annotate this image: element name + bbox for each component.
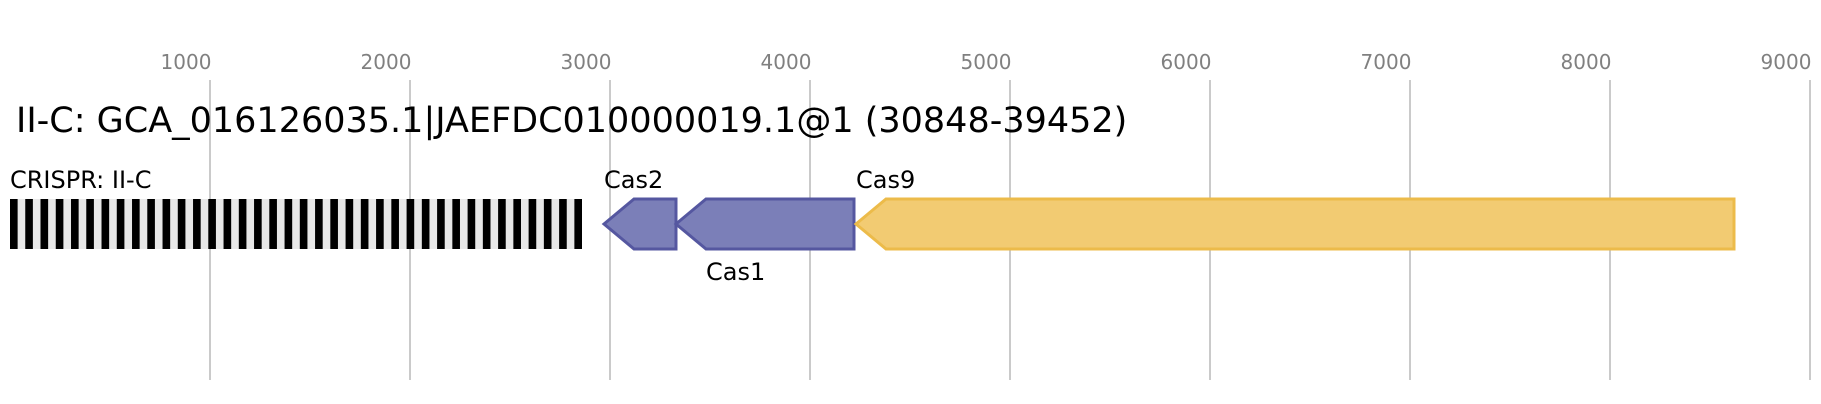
crispr-repeat [193, 199, 201, 249]
tick-label-8000: 8000 [1561, 50, 1612, 74]
crispr-repeat [559, 199, 567, 249]
gene-arrow-cas1 [673, 197, 856, 251]
gene-label-cas9: Cas9 [856, 166, 915, 194]
locus-title: II-C: GCA_016126035.1|JAEFDC010000019.1@… [16, 101, 1128, 141]
crispr-repeat [40, 199, 49, 249]
crispr-repeat [55, 199, 64, 249]
crispr-repeat [452, 199, 460, 249]
crispr-repeat [223, 199, 232, 249]
crispr-repeat [467, 199, 476, 249]
crispr-repeat [360, 199, 369, 249]
crispr-repeat [147, 199, 155, 249]
crispr-repeat [10, 199, 18, 249]
crispr-repeat [299, 199, 308, 249]
axis-ticks: 1000 2000 3000 4000 5000 6000 7000 8000 9000 [161, 50, 1812, 74]
crispr-repeat [528, 199, 537, 249]
crispr-repeat [315, 199, 323, 249]
crispr-repeat [132, 199, 140, 249]
crispr-repeat [421, 199, 430, 249]
crispr-repeat [269, 199, 277, 249]
crispr-array-background [10, 199, 582, 249]
tick-label-7000: 7000 [1361, 50, 1412, 74]
crispr-repeat [391, 199, 399, 249]
tick-label-4000: 4000 [761, 50, 812, 74]
tick-label-3000: 3000 [561, 50, 612, 74]
crispr-repeat [25, 199, 33, 249]
crispr-repeat [162, 199, 171, 249]
crispr-repeat [513, 199, 521, 249]
tick-label-1000: 1000 [161, 50, 212, 74]
gene-arrow-cas9 [853, 197, 1736, 251]
tick-label-6000: 6000 [1161, 50, 1212, 74]
crispr-repeat [101, 199, 110, 249]
crispr-repeat [482, 199, 491, 249]
crispr-repeat [543, 199, 552, 249]
crispr-repeat [177, 199, 186, 249]
crispr-repeat [284, 199, 293, 249]
crispr-array [10, 199, 582, 249]
crispr-repeat [437, 199, 445, 249]
gene-arrow-cas2 [601, 197, 678, 251]
tick-label-5000: 5000 [961, 50, 1012, 74]
crispr-repeat [71, 199, 79, 249]
crispr-repeat [86, 199, 94, 249]
crispr-repeat [574, 199, 582, 249]
gene-label-cas1: Cas1 [706, 258, 765, 286]
tick-label-2000: 2000 [361, 50, 412, 74]
gene-label-cas2: Cas2 [604, 166, 663, 194]
crispr-repeat [208, 199, 216, 249]
crispr-label: CRISPR: II-C [10, 166, 151, 194]
crispr-repeat [238, 199, 247, 249]
tick-label-9000: 9000 [1761, 50, 1812, 74]
crispr-repeat [406, 199, 415, 249]
crispr-repeat [498, 199, 506, 249]
crispr-repeat [330, 199, 338, 249]
gene-arrows [601, 197, 1736, 251]
crispr-repeat [376, 199, 384, 249]
crispr-repeat [254, 199, 262, 249]
crispr-repeat [345, 199, 354, 249]
crispr-repeat [116, 199, 125, 249]
